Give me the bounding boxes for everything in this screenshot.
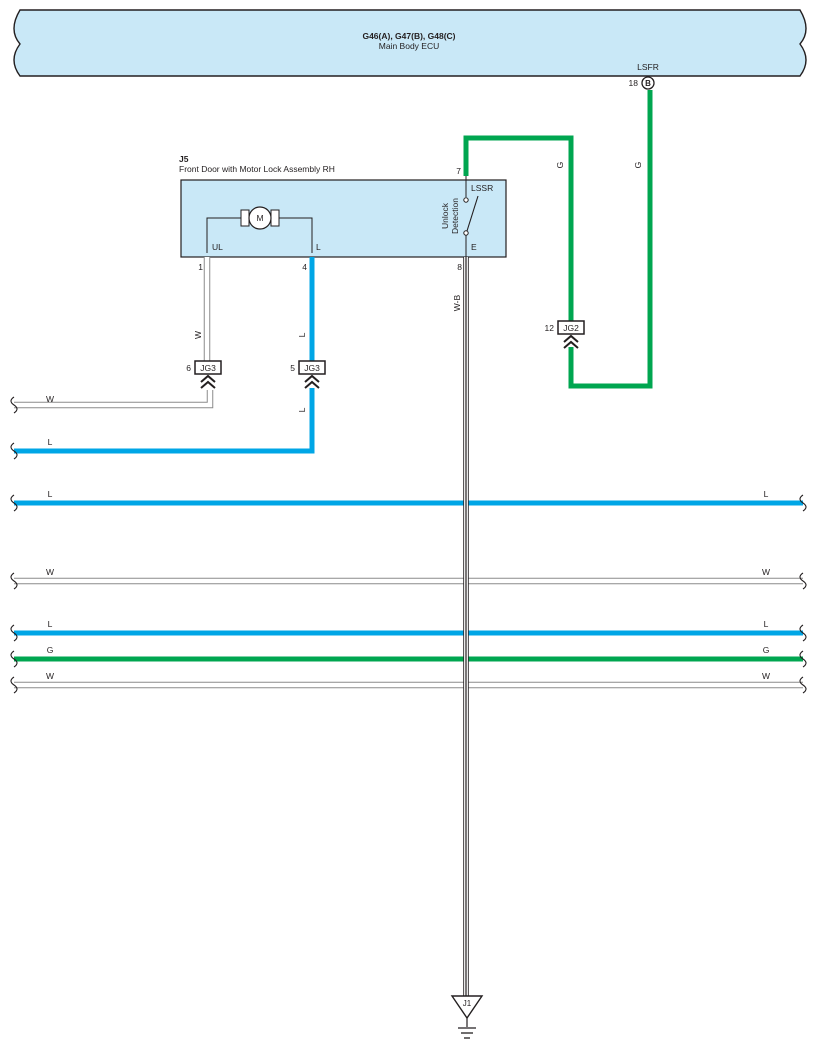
pin-number: 4 (302, 262, 307, 272)
ground-code: J1 (463, 999, 472, 1008)
pin-number: 7 (456, 166, 461, 176)
connector-pin: 12 (545, 323, 555, 333)
harness-label-left: G (47, 645, 54, 655)
harness-label-left: L (48, 619, 53, 629)
harness-line: W (14, 390, 214, 409)
ground-symbol-icon (458, 1027, 476, 1039)
motor-symbol: M (256, 213, 263, 223)
ecu-box (13, 9, 807, 77)
component-wires: W L L W-B (193, 257, 469, 996)
switch-caption: Unlock (440, 202, 450, 229)
switch-caption: Detection (450, 198, 460, 234)
unlock-detection-switch: LSSR Unlock Detection (440, 176, 493, 257)
harness-label-left: L (48, 437, 53, 447)
green-switch-circuit: G G (463, 90, 653, 389)
connector-chevron-icon (563, 334, 579, 349)
harness-label-right: G (763, 645, 770, 655)
break-marks-left (10, 396, 18, 694)
ecu-pin-label: LSFR (637, 62, 659, 72)
harness-line: W W (14, 567, 803, 585)
connector-jg2-12: 12 JG2 (545, 320, 585, 349)
ground-triangle-icon (450, 995, 484, 1020)
wire-label-g-left: G (555, 162, 565, 169)
ground-point-j1: J1 (450, 995, 484, 1039)
connector-jg3-6: 6 JG3 (186, 360, 222, 389)
harness-label-left: W (46, 394, 54, 404)
harness-line: L (14, 388, 315, 454)
harness-label-right: W (762, 567, 770, 577)
break-marks-right (799, 494, 807, 694)
connector-chevron-icon (304, 374, 320, 389)
harness-line: L L (14, 489, 803, 506)
motor: M (206, 206, 313, 253)
harness-line: L L (14, 619, 803, 636)
wire-label-ul: W (193, 331, 203, 339)
connector-jg3-5: 5 JG3 (290, 360, 326, 389)
pin-number: 8 (457, 262, 462, 272)
connector-id: JG3 (200, 363, 216, 373)
front-door-lock-assembly: J5 Front Door with Motor Lock Assembly R… (179, 154, 507, 272)
connector-chevron-icon (200, 374, 216, 389)
ecu-pin-number: 18 (629, 78, 639, 88)
ecu-code: G46(A), G47(B), G48(C) (362, 31, 455, 41)
ecu-name: Main Body ECU (379, 41, 439, 51)
terminal-label-l: L (316, 242, 321, 252)
pin-number: 1 (198, 262, 203, 272)
ecu-connector-b (641, 76, 655, 90)
wire-label-l-lower: L (297, 407, 307, 412)
switch-label: LSSR (471, 183, 493, 193)
motor-icon (248, 206, 272, 230)
harness-label-left: L (48, 489, 53, 499)
wire-label-wb: W-B (452, 294, 462, 311)
harness-line: G G (14, 645, 803, 662)
connector-id: JG3 (304, 363, 320, 373)
harness-label-right: L (764, 489, 769, 499)
terminal-label-ul: UL (212, 242, 223, 252)
harness-label-left: W (46, 671, 54, 681)
wire-label-g-right: G (633, 162, 643, 169)
connector-pin: 5 (290, 363, 295, 373)
main-body-ecu: G46(A), G47(B), G48(C) Main Body ECU LSF… (13, 9, 807, 90)
wire-label-l-upper: L (297, 332, 307, 337)
ecu-connector-letter: B (645, 79, 651, 88)
component-name: Front Door with Motor Lock Assembly RH (179, 164, 335, 174)
harness-lines: W L L L W W L L G G (10, 388, 807, 694)
component-code: J5 (179, 154, 189, 164)
harness-label-left: W (46, 567, 54, 577)
harness-line: W W (14, 671, 803, 689)
connector-id: JG2 (563, 323, 579, 333)
switch-contact (466, 195, 479, 232)
harness-label-right: L (764, 619, 769, 629)
connector-pin: 6 (186, 363, 191, 373)
harness-label-right: W (762, 671, 770, 681)
terminal-label-e: E (471, 242, 477, 252)
